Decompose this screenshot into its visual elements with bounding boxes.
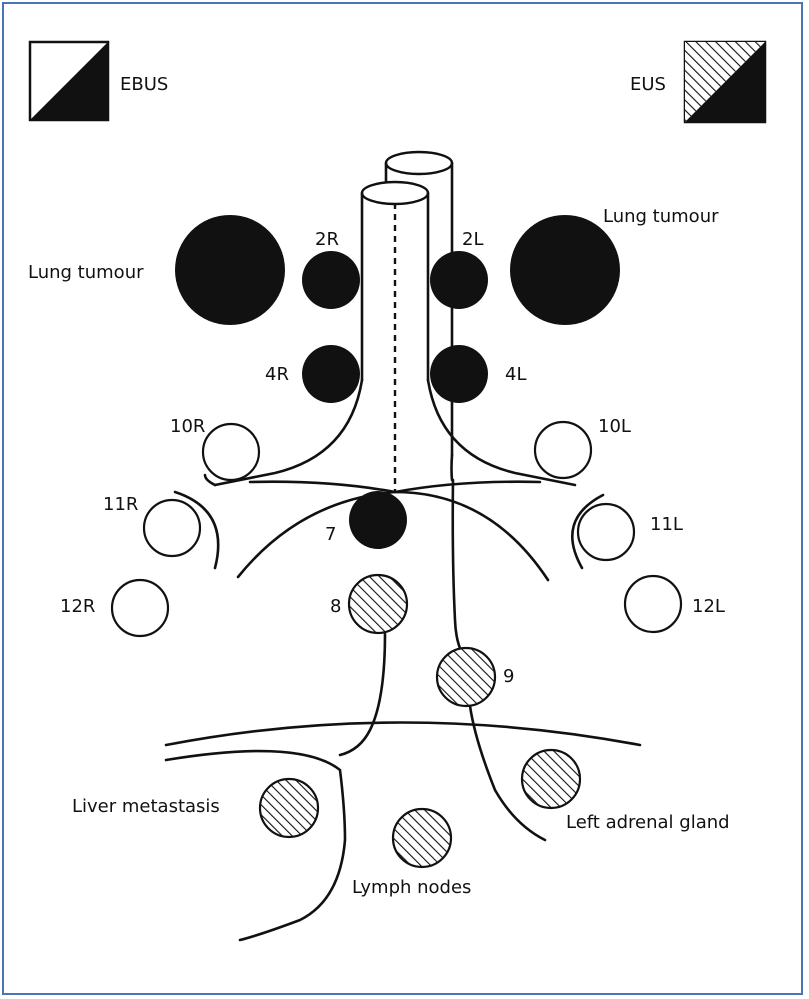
lymph-nodes-node [393, 809, 451, 867]
station-4L-label: 4L [505, 364, 526, 385]
eus-legend: EUS [630, 42, 765, 122]
station-10L-label: 10L [598, 416, 631, 437]
station-2L-label: 2L [462, 229, 483, 250]
station-11R-label: 11R [103, 494, 138, 515]
station-10R-label: 10R [170, 416, 205, 437]
node-7 [349, 491, 407, 549]
node-12R [112, 580, 168, 636]
node-4R [302, 345, 360, 403]
node-10R [203, 424, 259, 480]
ebus-legend-label: EBUS [120, 74, 168, 95]
eus-legend-label: EUS [630, 74, 666, 95]
node-11L [578, 504, 634, 560]
ebus-legend: EBUS [30, 42, 168, 120]
node-4L [430, 345, 488, 403]
node-2R [302, 251, 360, 309]
left-adrenal-gland-node [522, 750, 580, 808]
node-9 [437, 648, 495, 706]
lung-tumour-left-mass [175, 215, 285, 325]
lung-tumour-left-label: Lung tumour [28, 262, 144, 283]
liver-metastasis-label: Liver metastasis [72, 796, 220, 817]
oesophagus-lower-left [340, 634, 385, 755]
liver-metastasis-node [260, 779, 318, 837]
lung-tumour-right-mass [510, 215, 620, 325]
left-adrenal-gland-label: Left adrenal gland [566, 812, 730, 833]
station-12R-label: 12R [60, 596, 95, 617]
station-9-label: 9 [503, 666, 514, 687]
station-2R-label: 2R [315, 229, 339, 250]
node-11R [144, 500, 200, 556]
station-7-label: 7 [325, 524, 336, 545]
liver-outline [166, 751, 345, 940]
lung-tumour-right-label: Lung tumour [603, 206, 719, 227]
node-10L [535, 422, 591, 478]
station-8-label: 8 [330, 596, 341, 617]
diaphragm [166, 723, 640, 746]
lymph-nodes-label: Lymph nodes [352, 877, 471, 898]
station-12L-label: 12L [692, 596, 725, 617]
node-2L [430, 251, 488, 309]
station-11L-label: 11L [650, 514, 683, 535]
node-8 [349, 575, 407, 633]
node-12L [625, 576, 681, 632]
station-4R-label: 4R [265, 364, 289, 385]
